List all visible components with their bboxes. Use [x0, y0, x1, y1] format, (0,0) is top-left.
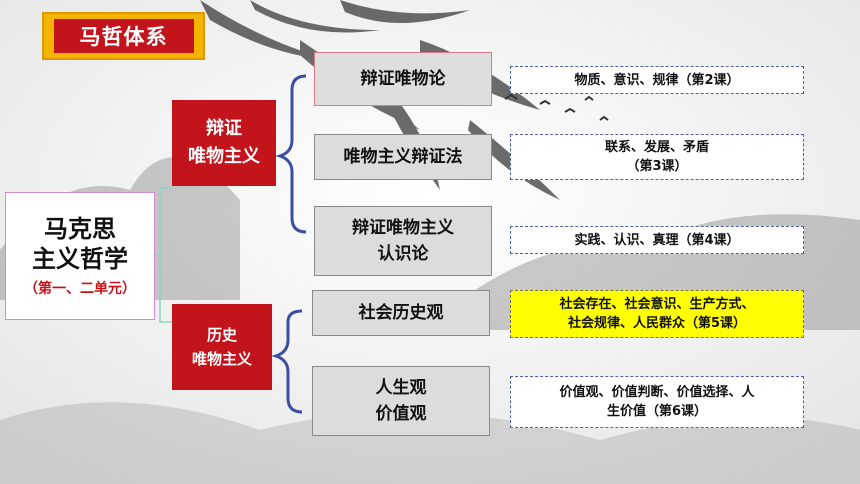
- branch-1-line-1: 辩证: [206, 118, 242, 139]
- root-subtitle: （第一、二单元）: [24, 281, 136, 297]
- root-line-2: 主义哲学: [32, 245, 128, 273]
- note-5-line-1: 价值观、价值判断、价值选择、人: [559, 385, 755, 400]
- note-4-line-2: 社会规律、人民群众（第5课）: [567, 316, 747, 331]
- leaf-node-materialist-dialectics: 唯物主义辩证法: [314, 134, 492, 180]
- branch-1-bracket: [275, 74, 307, 234]
- root-node: 马克思 主义哲学 （第一、二单元）: [5, 192, 155, 320]
- title-badge: 马哲体系: [42, 12, 205, 60]
- leaf-2-label: 唯物主义辩证法: [343, 147, 463, 167]
- leaf-1-label: 辩证唯物论: [360, 69, 446, 89]
- leaf-5-label-1: 人生观: [375, 378, 427, 398]
- branch-node-dialectical-materialism: 辩证 唯物主义: [172, 100, 276, 186]
- note-1-line-1: 物质、意识、规律（第2课）: [574, 72, 740, 88]
- branch-2-line-2: 唯物主义: [191, 350, 252, 368]
- branch-2-line-1: 历史: [206, 326, 237, 344]
- leaf-node-life-values-view: 人生观 价值观: [312, 366, 490, 436]
- note-4-line-1: 社会存在、社会意识、生产方式、: [559, 297, 755, 312]
- page-title: 马哲体系: [53, 19, 194, 53]
- note-lesson-2: 物质、意识、规律（第2课）: [510, 66, 804, 94]
- leaf-node-social-history-view: 社会历史观: [312, 290, 490, 336]
- note-lesson-4: 实践、认识、真理（第4课）: [510, 226, 804, 254]
- note-5-line-2: 生价值（第6课）: [606, 404, 708, 419]
- leaf-node-epistemology: 辩证唯物主义 认识论: [314, 206, 492, 276]
- note-lesson-3: 联系、发展、矛盾 （第3课）: [510, 134, 804, 180]
- leaf-3-label-2: 认识论: [377, 244, 429, 264]
- note-2-line-1: 联系、发展、矛盾: [604, 140, 709, 155]
- leaf-node-dialectical-materialism-theory: 辩证唯物论: [314, 52, 492, 106]
- root-line-1: 马克思: [44, 215, 116, 243]
- note-lesson-6: 价值观、价值判断、价值选择、人 生价值（第6课）: [510, 376, 804, 428]
- note-3-line-1: 实践、认识、真理（第4课）: [574, 232, 740, 248]
- note-2-line-2: （第3课）: [626, 159, 688, 174]
- leaf-5-label-2: 价值观: [375, 404, 427, 424]
- leaf-4-label: 社会历史观: [358, 303, 444, 323]
- leaf-3-label-1: 辩证唯物主义: [352, 218, 454, 238]
- branch-1-line-2: 唯物主义: [188, 146, 260, 167]
- note-lesson-5-highlighted: 社会存在、社会意识、生产方式、 社会规律、人民群众（第5课）: [510, 290, 804, 338]
- branch-node-historical-materialism: 历史 唯物主义: [172, 304, 272, 390]
- branch-2-bracket: [271, 309, 303, 414]
